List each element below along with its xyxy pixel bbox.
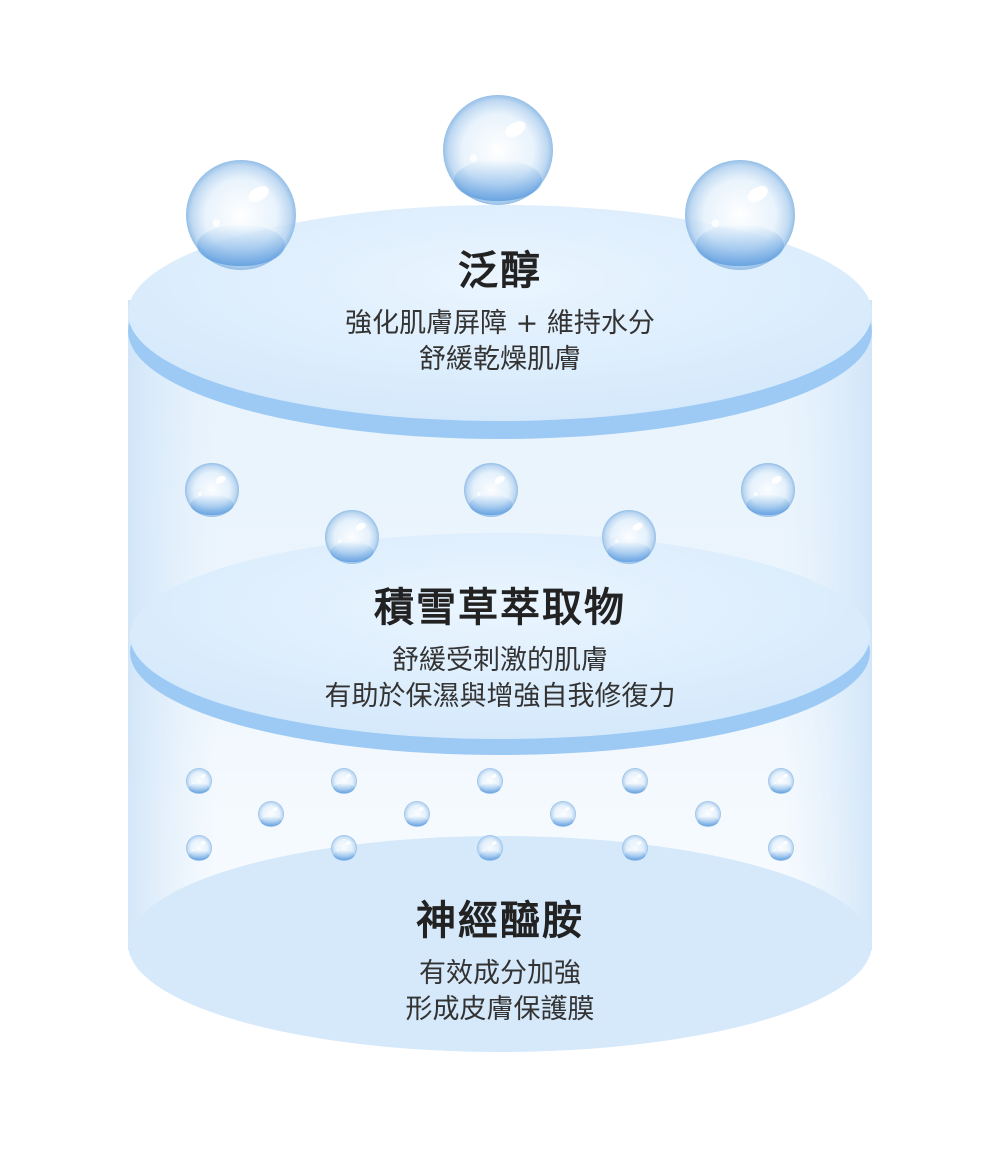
water-bubble [404, 801, 430, 827]
layer-2-title: 積雪草萃取物 [0, 575, 1000, 633]
water-bubble [622, 768, 648, 794]
water-bubble [186, 768, 212, 794]
water-bubble [550, 801, 576, 827]
layer-3-text: 神經醯胺 有效成分加強 形成皮膚保護膜 [0, 888, 1000, 1028]
water-bubble [331, 768, 357, 794]
layer-2-text: 積雪草萃取物 舒緩受刺激的肌膚 有助於保濕與增強自我修復力 [0, 575, 1000, 715]
water-bubble [768, 768, 794, 794]
water-bubble [185, 463, 239, 517]
layer-2-line-1: 舒緩受刺激的肌膚 [0, 643, 1000, 679]
layer-3-line-1: 有效成分加強 [0, 956, 1000, 992]
water-bubble [477, 835, 503, 861]
water-bubble [602, 510, 656, 564]
layer-2-line-2: 有助於保濕與增強自我修復力 [0, 679, 1000, 715]
water-bubble [186, 835, 212, 861]
water-bubble [622, 835, 648, 861]
water-bubble [768, 835, 794, 861]
water-bubble [477, 768, 503, 794]
layer-3-title: 神經醯胺 [0, 888, 1000, 946]
layer-1-line-2: 舒緩乾燥肌膚 [0, 342, 1000, 378]
water-bubble [695, 801, 721, 827]
water-bubble [443, 95, 553, 205]
water-bubble [741, 463, 795, 517]
layer-1-line-1: 強化肌膚屏障 + 維持水分 [0, 306, 1000, 342]
water-bubble [464, 463, 518, 517]
layer-3-line-2: 形成皮膚保護膜 [0, 992, 1000, 1028]
water-bubble [331, 835, 357, 861]
water-bubble [325, 510, 379, 564]
layer-1-text: 泛醇 強化肌膚屏障 + 維持水分 舒緩乾燥肌膚 [0, 238, 1000, 378]
water-bubble [258, 801, 284, 827]
layer-1-title: 泛醇 [0, 238, 1000, 296]
